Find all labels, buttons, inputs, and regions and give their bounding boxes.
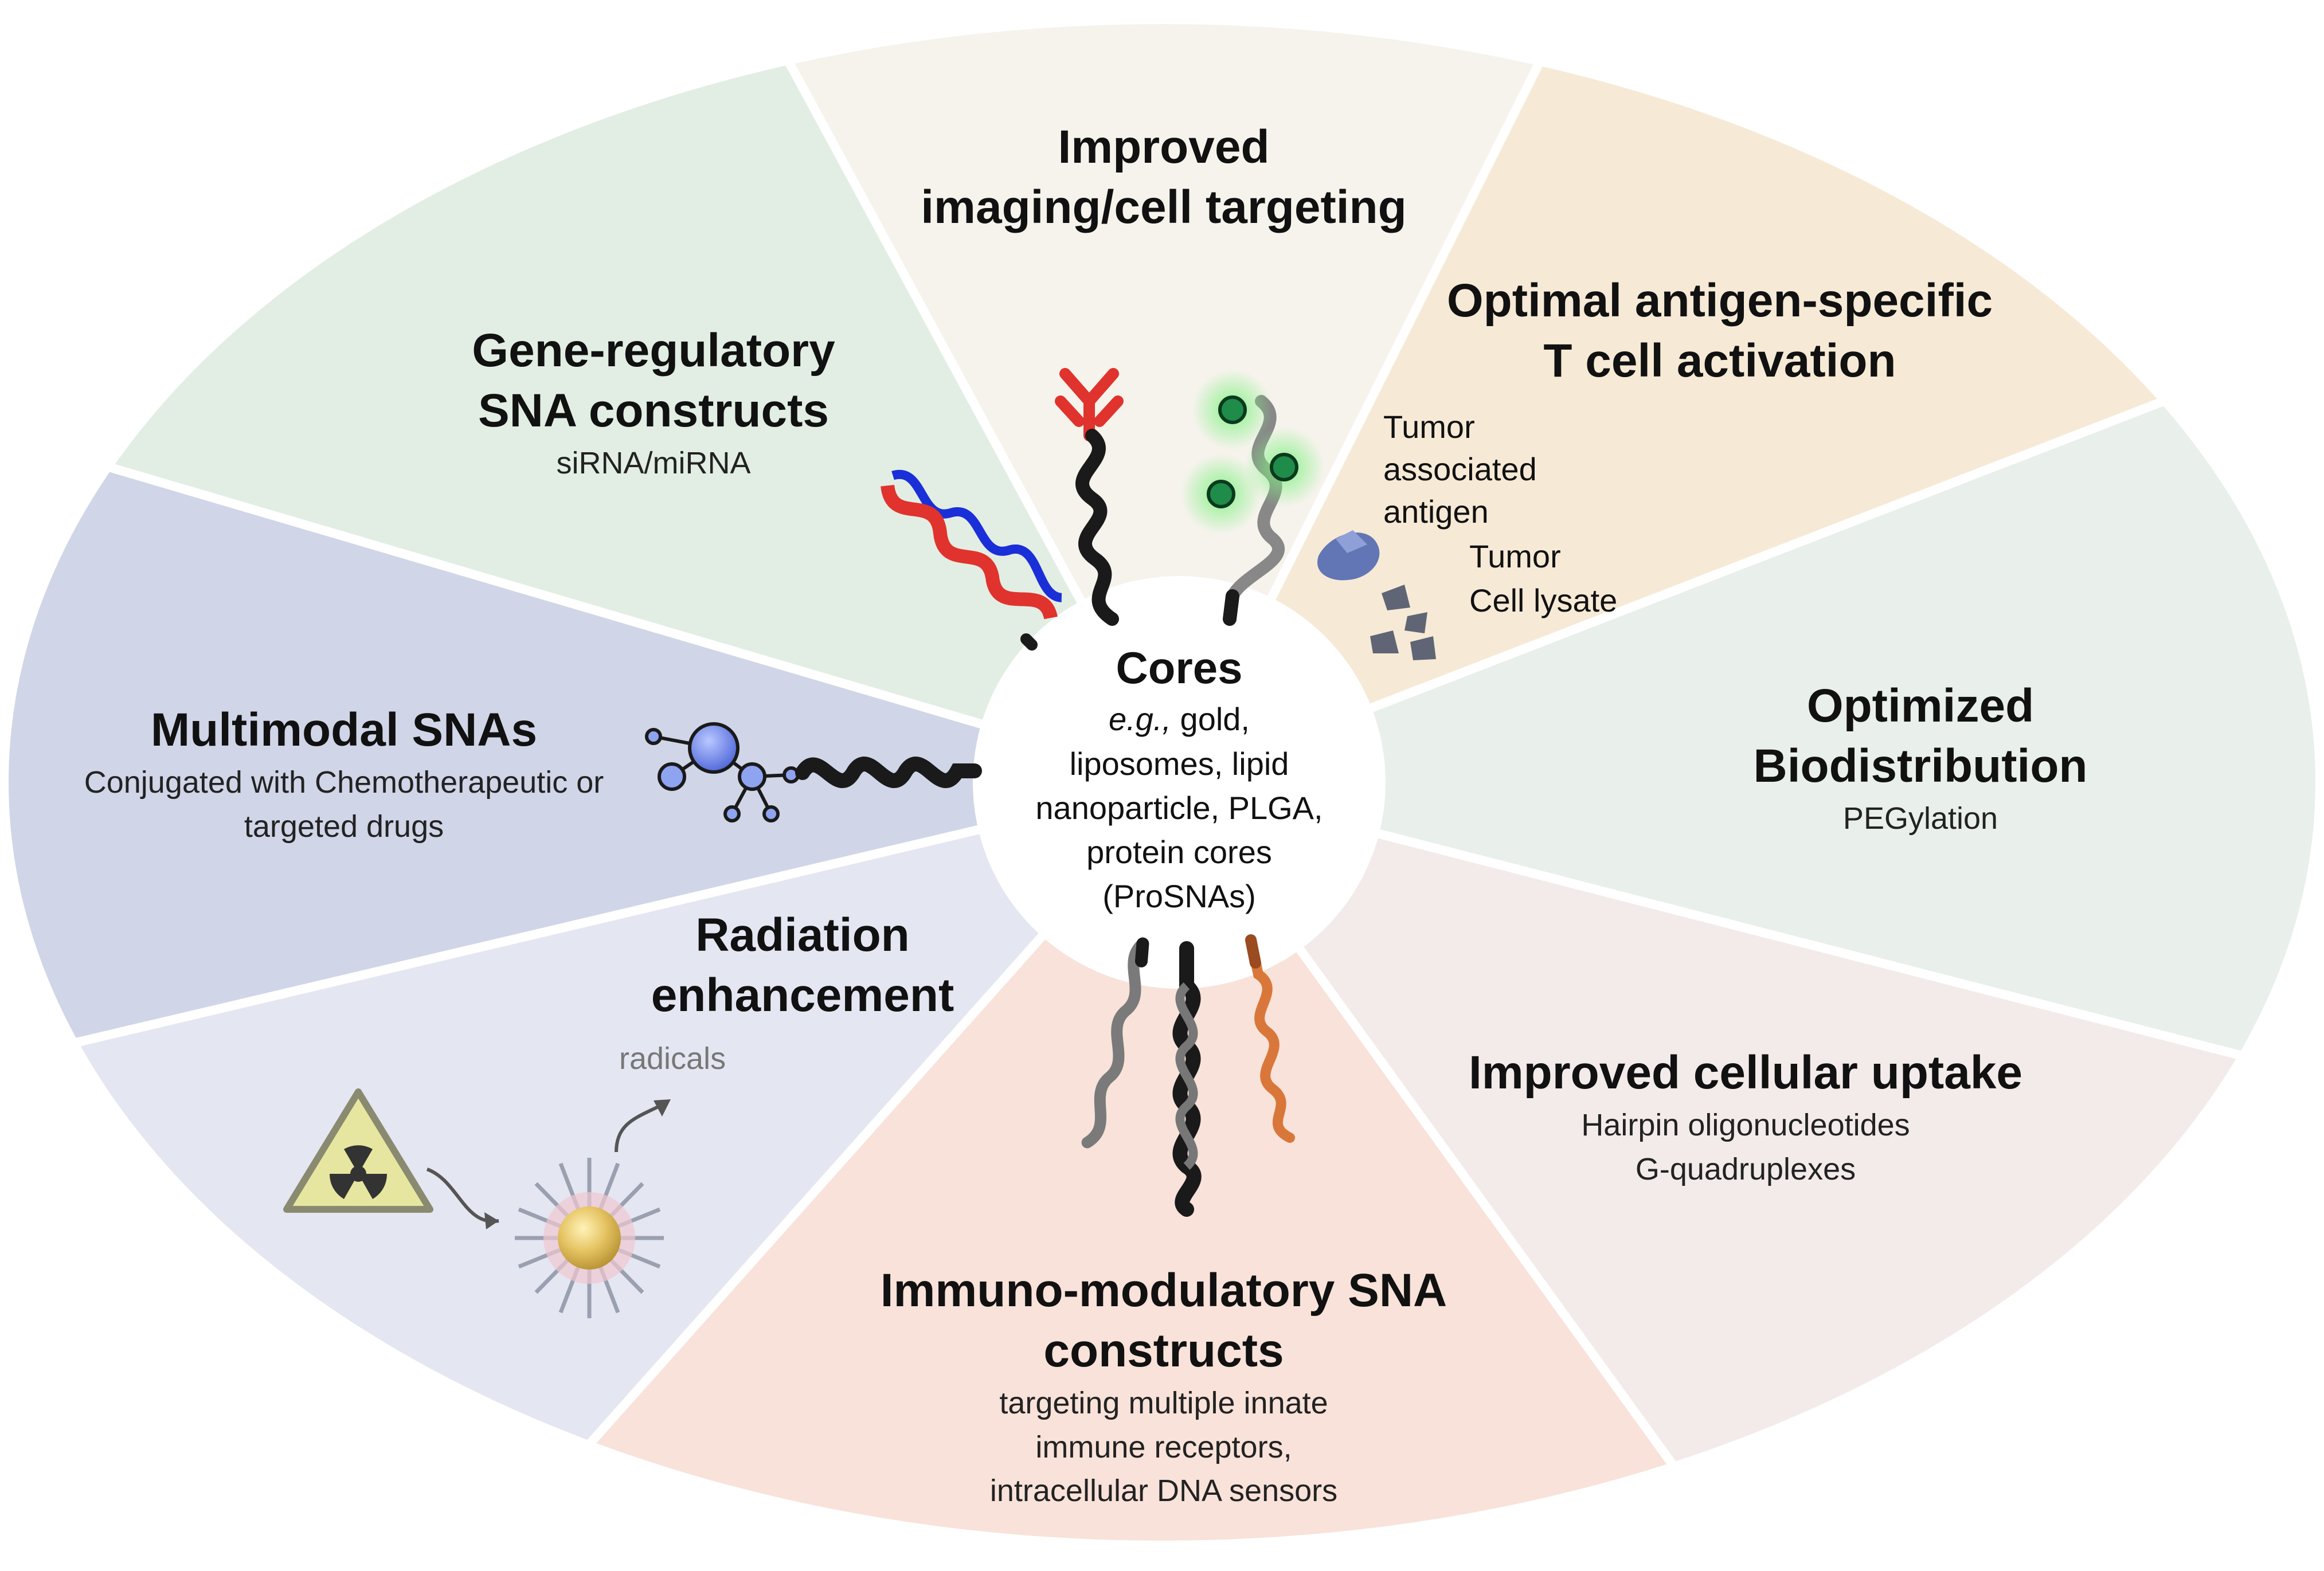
biodistribution-title-2: Biodistribution (1753, 739, 2088, 792)
dna-strand-black-imaging (1075, 429, 1119, 626)
immuno-sub-1: targeting multiple innate (999, 1385, 1328, 1420)
segment-immuno (516, 782, 1685, 1541)
tumor-antigen-line-2: associated (1383, 450, 1537, 487)
core-line-4: protein cores (1086, 834, 1272, 871)
gene-sub-1: siRNA/miRNA (556, 445, 751, 480)
fluorescent-dna-icon (1181, 370, 1324, 626)
core-eg-italic: e.g., (1109, 701, 1171, 738)
radicals-label: radicals (619, 1041, 726, 1076)
core-line-5: (ProSNAs) (1102, 878, 1256, 915)
segment-label-uptake: Improved cellular uptake Hairpin oligonu… (1402, 1043, 2090, 1191)
segment-label-multimodal: Multimodal SNAs Conjugated with Chemothe… (57, 700, 631, 848)
radiation-warning-icon (283, 1088, 433, 1213)
multimodal-title-1: Multimodal SNAs (150, 704, 538, 756)
multimodal-sub-1: Conjugated with Chemotherapeutic or (84, 765, 604, 800)
antigen-title-1: Optimal antigen-specific (1446, 275, 1993, 327)
tumor-antigen-line-3: antigen (1383, 493, 1489, 530)
multimodal-sub-2: targeted drugs (244, 809, 444, 844)
immuno-title-1: Immuno-modulatory SNA (880, 1264, 1447, 1317)
immuno-strands (1081, 934, 1295, 1217)
segment-label-imaging: Improved imaging/cell targeting (820, 117, 1508, 238)
radiation-title-1: Radiation (695, 909, 910, 961)
segment-imaging (9, 24, 2315, 782)
biodistribution-title-1: Optimized (1806, 680, 2035, 732)
segment-label-immuno: Immuno-modulatory SNA constructs targeti… (820, 1261, 1508, 1513)
uptake-sub-1: Hairpin oligonucleotides (1581, 1107, 1910, 1142)
segment-multimodal (9, 459, 1179, 1049)
uptake-title-1: Improved cellular uptake (1468, 1047, 2023, 1099)
core-line-2: liposomes, lipid (1069, 745, 1289, 782)
tumor-antigen-line-1: Tumor (1383, 409, 1475, 445)
double-helix-icon (881, 469, 1063, 651)
immuno-title-2: constructs (1043, 1324, 1284, 1377)
core-circle (973, 576, 1386, 989)
core-label: Cores e.g., gold, liposomes, lipid nanop… (1007, 639, 1351, 919)
gene-title-1: Gene-regulatory (472, 324, 835, 377)
segment-label-biodistribution: Optimized Biodistribution PEGylation (1634, 676, 2207, 841)
sna-nanoparticle-icon (515, 1158, 664, 1318)
tumor-antigen-label: Tumor associated antigen (1383, 406, 1537, 533)
imaging-title-1: Improved (1058, 121, 1270, 173)
dna-strand-black-multimodal (795, 757, 982, 788)
tumor-lysate-label: Tumor Cell lysate (1469, 534, 1617, 623)
antibody-icon (1055, 368, 1124, 441)
tumor-antigen-icon (1317, 530, 1380, 581)
radiation-title-2: enhancement (651, 969, 954, 1021)
gene-title-2: SNA constructs (478, 384, 830, 437)
uptake-sub-2: G-quadruplexes (1635, 1151, 1856, 1186)
tumor-lysate-line-2: Cell lysate (1469, 582, 1618, 619)
imaging-title-2: imaging/cell targeting (921, 181, 1407, 233)
arrow-to-radicals (615, 1104, 660, 1153)
tumor-lysate-line-1: Tumor (1469, 538, 1561, 574)
core-title: Cores (1116, 642, 1243, 693)
core-line-eg: e.g., gold, (1109, 701, 1250, 738)
antigen-title-2: T cell activation (1543, 334, 1896, 387)
biodistribution-sub-1: PEGylation (1842, 801, 1998, 836)
tumor-lysate-icon (1370, 585, 1436, 660)
segment-biodistribution (1179, 390, 2315, 1078)
immuno-sub-2: immune receptors, (1035, 1429, 1292, 1464)
segment-label-gene: Gene-regulatory SNA constructs siRNA/miR… (424, 321, 883, 485)
segment-label-antigen: Optimal antigen-specific T cell activati… (1376, 271, 2064, 391)
segment-label-radiation: Radiation enhancement (573, 906, 1032, 1026)
core-line-3: nanoparticle, PLGA, (1035, 789, 1323, 826)
immuno-sub-3: intracellular DNA sensors (989, 1474, 1338, 1509)
